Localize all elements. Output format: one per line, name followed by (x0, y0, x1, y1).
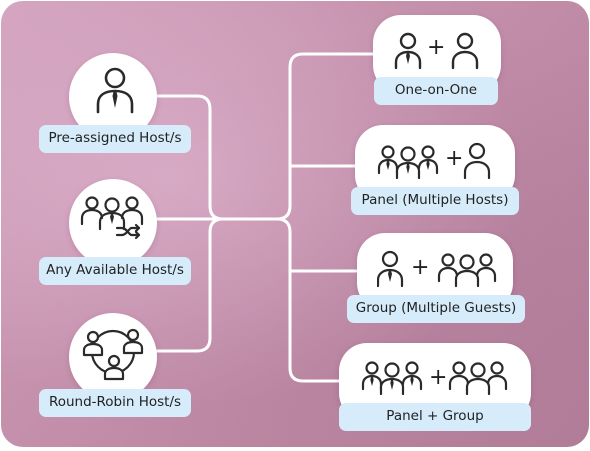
one-on-one-label: One-on-One (374, 77, 498, 105)
round-robin-host-label: Round-Robin Host/s (39, 389, 191, 417)
hosts-rotation-icon (82, 328, 144, 381)
any-available-host-label: Any Available Host/s (39, 257, 191, 285)
one-on-one-icon (394, 32, 479, 70)
plus-sign: + (429, 365, 448, 390)
panel-group-icon (361, 361, 508, 396)
panel-group-label: Panel + Group (339, 403, 531, 431)
group-icon (377, 250, 497, 288)
group-label: Group (Multiple Guests) (347, 295, 525, 323)
pre-assigned-host-label: Pre-assigned Host/s (39, 125, 191, 153)
panel-label: Panel (Multiple Hosts) (351, 187, 519, 215)
hosts-shuffle-icon (80, 196, 144, 240)
plus-sign: + (445, 146, 464, 171)
plus-sign: + (411, 255, 430, 280)
panel-icon (377, 142, 491, 180)
plus-sign: + (427, 35, 446, 60)
single-host-icon (96, 67, 134, 114)
